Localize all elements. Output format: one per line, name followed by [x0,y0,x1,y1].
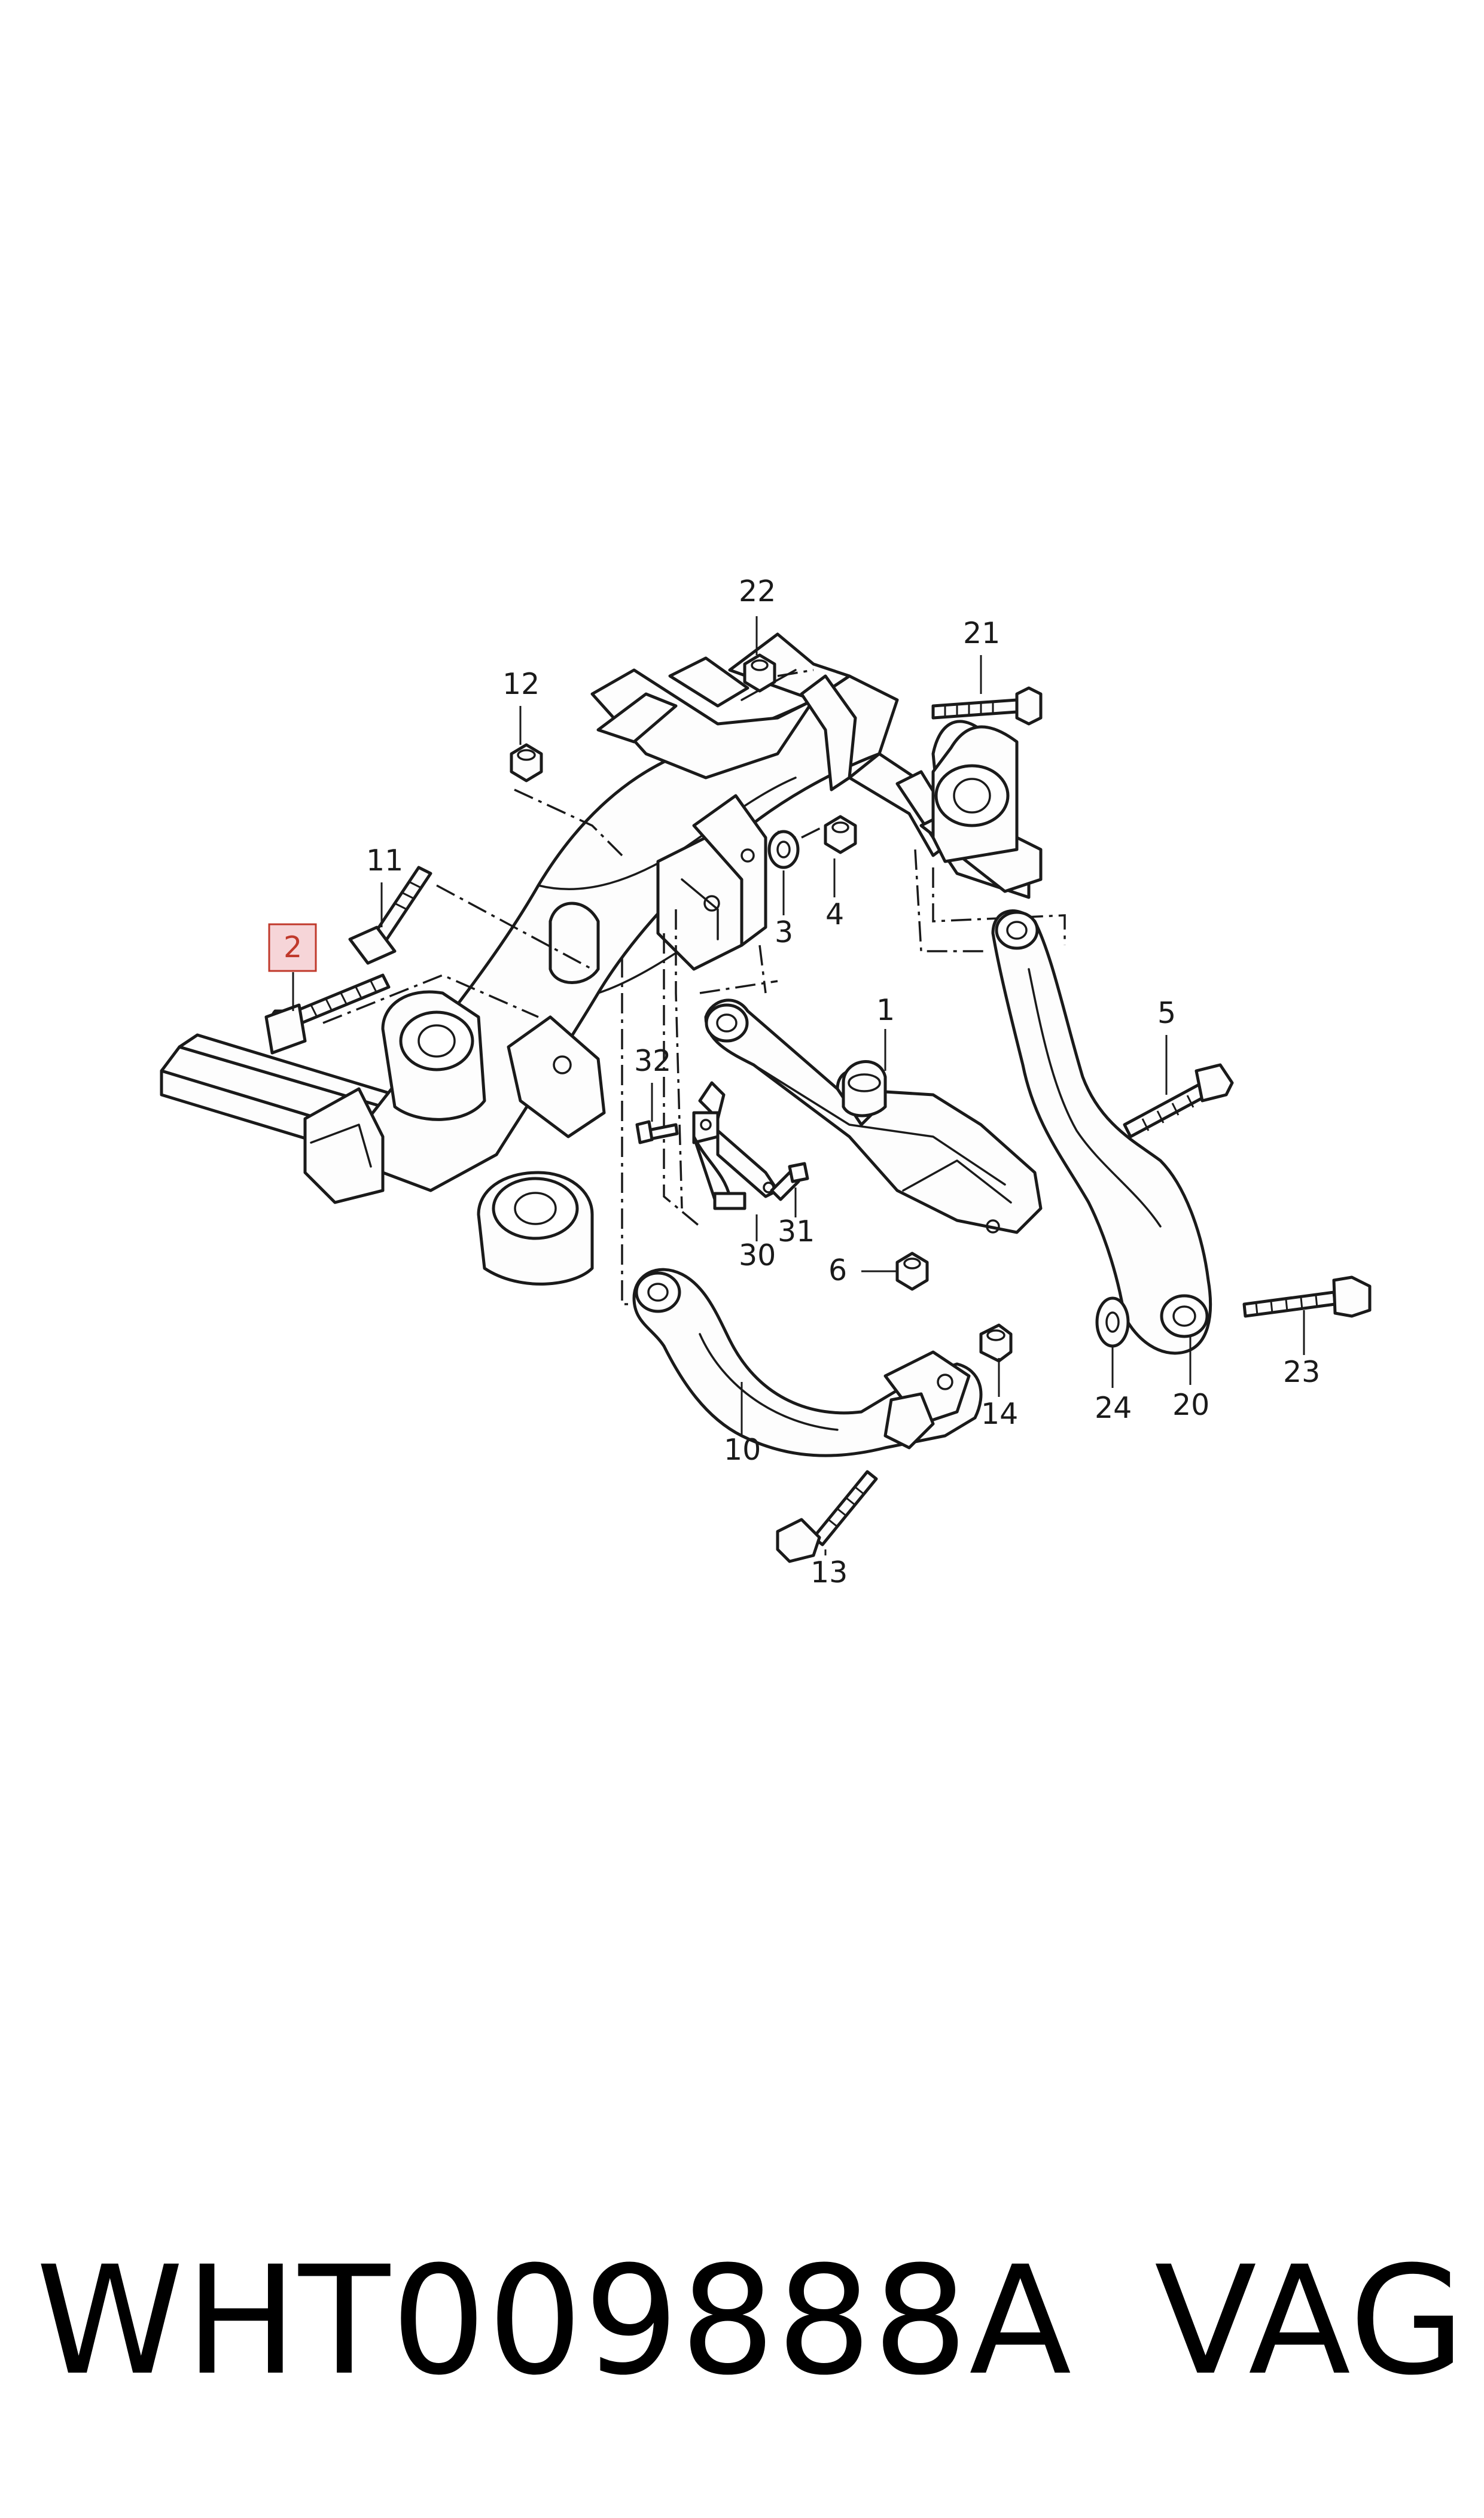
callout-2-highlight [268,923,317,972]
callout-2: 2 [284,930,302,964]
bolt-32 [635,1120,679,1144]
washer-3 [767,830,800,869]
callout-14: 14 [981,1397,1018,1431]
callout-30: 30 [739,1238,776,1272]
callout-21: 21 [963,616,1000,650]
callout-22: 22 [739,574,776,608]
nut-4 [824,815,857,854]
bolt-23 [1242,1275,1372,1318]
part-number: WHT009888A [36,2234,1073,2408]
callout-13: 13 [810,1555,848,1590]
brand-name: VAG [1154,2234,1467,2408]
callout-5: 5 [1157,996,1176,1030]
callout-10: 10 [724,1433,761,1467]
callout-4: 4 [825,897,844,931]
callout-23: 23 [1283,1355,1320,1389]
callout-31: 31 [778,1214,815,1249]
callout-labels: 22 21 12 11 2 3 4 1 5 32 30 31 6 10 14 2… [268,574,1320,1590]
bolt-13 [776,1470,878,1563]
callout-24: 24 [1095,1391,1132,1425]
nut-12 [510,743,543,783]
callout-32: 32 [634,1044,671,1078]
subframe [160,632,1043,1286]
nut-6 [895,1252,929,1291]
callout-20: 20 [1172,1388,1209,1422]
bolt-2 [264,973,391,1055]
bolt-21 [931,686,1043,726]
nut-22 [743,653,776,693]
bolt-11 [348,866,432,965]
spring-link-arm [704,998,1043,1234]
washer-24 [1095,1296,1130,1348]
bolt-31 [770,1162,809,1201]
nut-14 [979,1323,1013,1363]
callout-12: 12 [502,667,540,701]
callout-6: 6 [828,1253,847,1287]
callout-3: 3 [775,915,793,949]
level-sensor [692,1081,779,1210]
callout-1: 1 [876,993,895,1027]
callout-11: 11 [366,844,403,878]
lateral-link-arm [991,909,1212,1355]
exploded-suspension-diagram: 22 21 12 11 2 3 4 1 5 32 30 31 6 10 14 2… [160,574,1372,1590]
leader-lines [292,616,1305,1555]
upper-link-arm [632,1268,983,1457]
bolt-5 [1123,1063,1234,1138]
